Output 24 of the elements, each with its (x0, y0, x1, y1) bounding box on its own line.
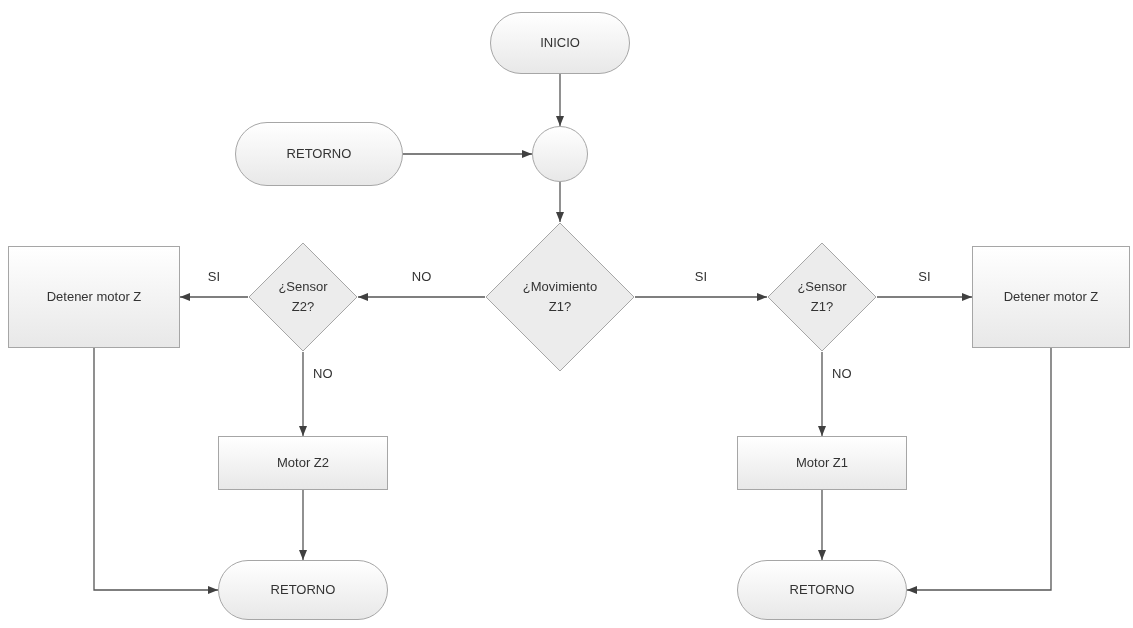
arrow (876, 293, 973, 301)
terminal-box: RETORNO (235, 122, 403, 186)
arrow (179, 293, 249, 301)
process-box: Motor Z2 (218, 436, 388, 490)
decision-text: ¿Sensor Z1? (796, 278, 848, 316)
process-box: Detener motor Z (8, 246, 180, 348)
terminal-box: RETORNO (737, 560, 907, 620)
arrow (634, 293, 768, 301)
decision-text: ¿Sensor Z2? (277, 278, 329, 316)
process-box: Detener motor Z (972, 246, 1130, 348)
arrow (299, 489, 307, 561)
process-box: Motor Z1 (737, 436, 907, 490)
arrow (556, 73, 564, 127)
decision-text: ¿Movimiento Z1? (521, 278, 599, 316)
terminal-box: INICIO (490, 12, 630, 74)
arrow (299, 351, 307, 437)
arrow (93, 347, 219, 594)
terminal-box: RETORNO (218, 560, 388, 620)
arrow (818, 489, 826, 561)
arrow (402, 150, 533, 158)
arrow (357, 293, 486, 301)
arrow (818, 351, 826, 437)
arrow (906, 347, 1052, 594)
arrow (556, 181, 564, 223)
